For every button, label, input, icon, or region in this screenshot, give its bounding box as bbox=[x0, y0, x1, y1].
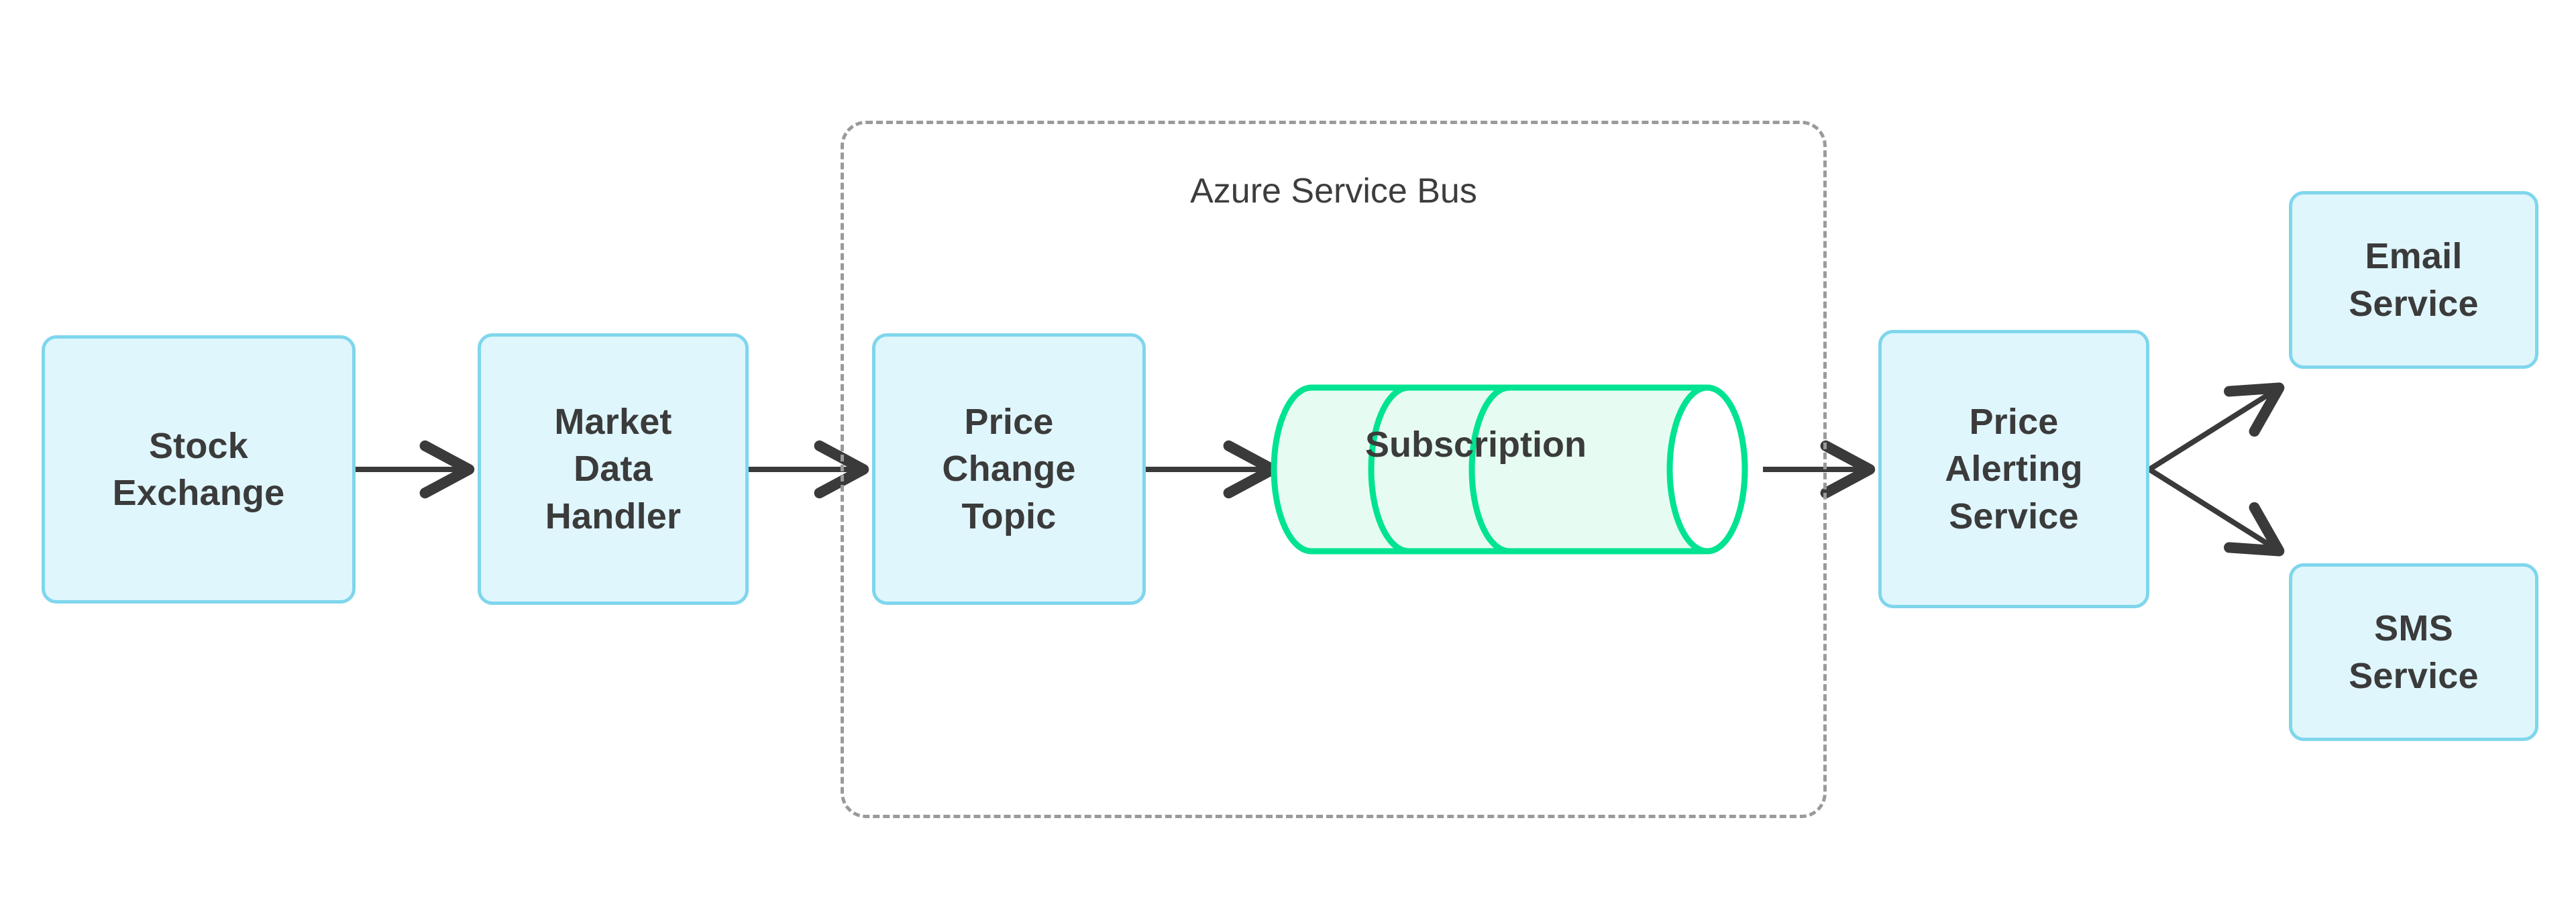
node-stock-exchange[interactable]: Stock Exchange bbox=[42, 335, 356, 604]
node-label-market-data-handler: Market Data Handler bbox=[545, 402, 682, 536]
node-label-email-service: Email Service bbox=[2349, 236, 2479, 324]
node-price-change-topic[interactable]: Price Change Topic bbox=[872, 333, 1146, 605]
queue-divider-2 bbox=[1468, 384, 1510, 555]
node-sms-service[interactable]: SMS Service bbox=[2289, 563, 2538, 741]
queue-end-cap bbox=[1666, 384, 1748, 555]
node-market-data-handler[interactable]: Market Data Handler bbox=[478, 333, 749, 605]
node-price-alerting-service[interactable]: Price Alerting Service bbox=[1878, 330, 2149, 608]
node-label-stock-exchange: Stock Exchange bbox=[112, 425, 285, 513]
subscription-label: Subscription bbox=[1364, 424, 1587, 465]
node-label-sms-service: SMS Service bbox=[2349, 608, 2479, 696]
queue-divider-1 bbox=[1368, 384, 1409, 555]
edge-price-alerting-to-sms-service bbox=[2147, 467, 2285, 557]
node-label-price-change-topic: Price Change Topic bbox=[942, 402, 1076, 536]
node-email-service[interactable]: Email Service bbox=[2289, 191, 2538, 369]
node-label-price-alerting-service: Price Alerting Service bbox=[1945, 402, 2083, 536]
edge-price-alerting-to-email-service bbox=[2147, 382, 2285, 472]
group-label-azure-service-bus: Azure Service Bus bbox=[1190, 172, 1477, 211]
